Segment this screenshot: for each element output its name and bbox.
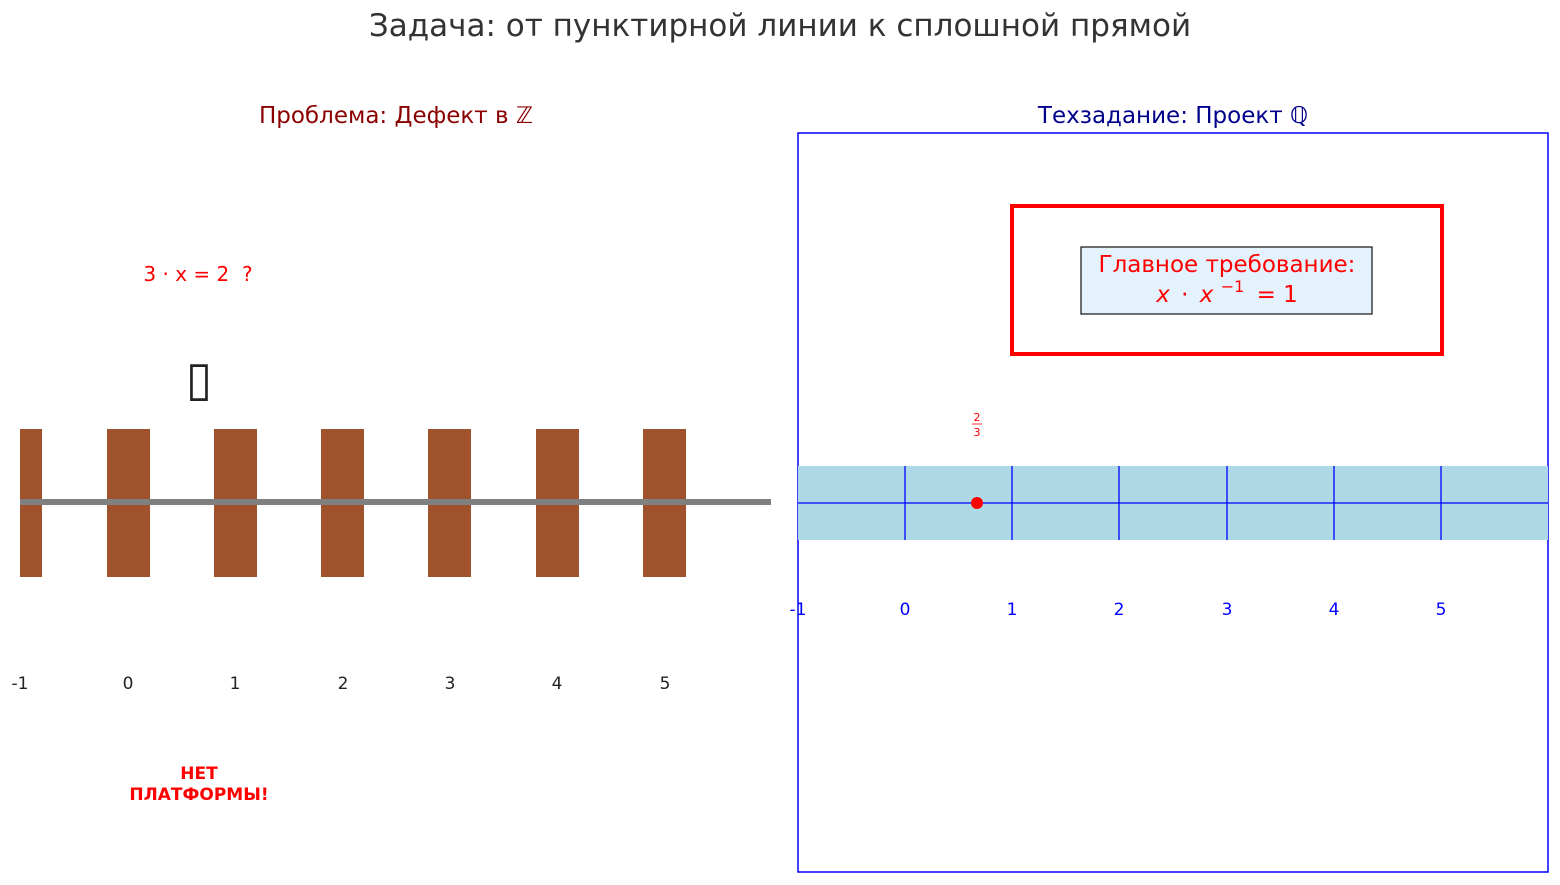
left-tick-label: 1 — [230, 674, 241, 694]
right-tick-label: 2 — [1114, 600, 1125, 620]
left-panel-title: Проблема: Дефект в ℤ — [259, 103, 533, 129]
right-tick-label: -1 — [790, 600, 807, 620]
left-tick-label: 5 — [660, 674, 671, 694]
fraction-numerator: 2 — [974, 411, 981, 424]
requirement-title: Главное требование: — [1099, 252, 1356, 278]
formula-base-left: x — [1155, 282, 1170, 308]
left-tick-labels: -1 0 1 2 3 4 5 — [12, 674, 671, 694]
figure-glyph-icon: ▯ — [186, 351, 212, 407]
point-two-thirds — [971, 497, 983, 509]
left-panel: Проблема: Дефект в ℤ 3 · x = 2 ? ▯ -1 0 … — [12, 103, 771, 805]
requirement-formula: x · x −1 = 1 — [1155, 272, 1298, 308]
requirement-inner-box — [1080, 246, 1373, 315]
formula-rhs: = 1 — [1257, 282, 1298, 308]
equation-text: 3 · x = 2 ? — [143, 262, 252, 286]
formula-base-right: x — [1199, 282, 1214, 308]
right-tick-label: 0 — [900, 600, 911, 620]
right-tick-label: 5 — [1436, 600, 1447, 620]
left-tick-label: 4 — [552, 674, 563, 694]
formula-dot: · — [1181, 282, 1188, 308]
right-tick-label: 3 — [1222, 600, 1233, 620]
warning-line-2: ПЛАТФОРМЫ! — [129, 785, 268, 805]
right-panel: Техзадание: Проект ℚ Главное требование:… — [790, 103, 1549, 873]
right-ticks — [904, 466, 1442, 540]
point-label-fraction: 2 3 — [972, 411, 982, 439]
right-panel-title: Техзадание: Проект ℚ — [1037, 103, 1308, 129]
right-tick-labels: -1 0 1 2 3 4 5 — [790, 600, 1447, 620]
left-tick-label: -1 — [12, 674, 29, 694]
requirement-outer-box — [1010, 204, 1444, 356]
formula-exponent: −1 — [1221, 277, 1245, 296]
left-tick-label: 3 — [445, 674, 456, 694]
right-tick-label: 4 — [1329, 600, 1340, 620]
right-tick-label: 1 — [1007, 600, 1018, 620]
left-tick-label: 2 — [338, 674, 349, 694]
main-title: Задача: от пунктирной линии к сплошной п… — [369, 8, 1191, 44]
left-tick-label: 0 — [123, 674, 134, 694]
fraction-denominator: 3 — [974, 426, 981, 439]
warning-line-1: НЕТ — [180, 764, 218, 784]
